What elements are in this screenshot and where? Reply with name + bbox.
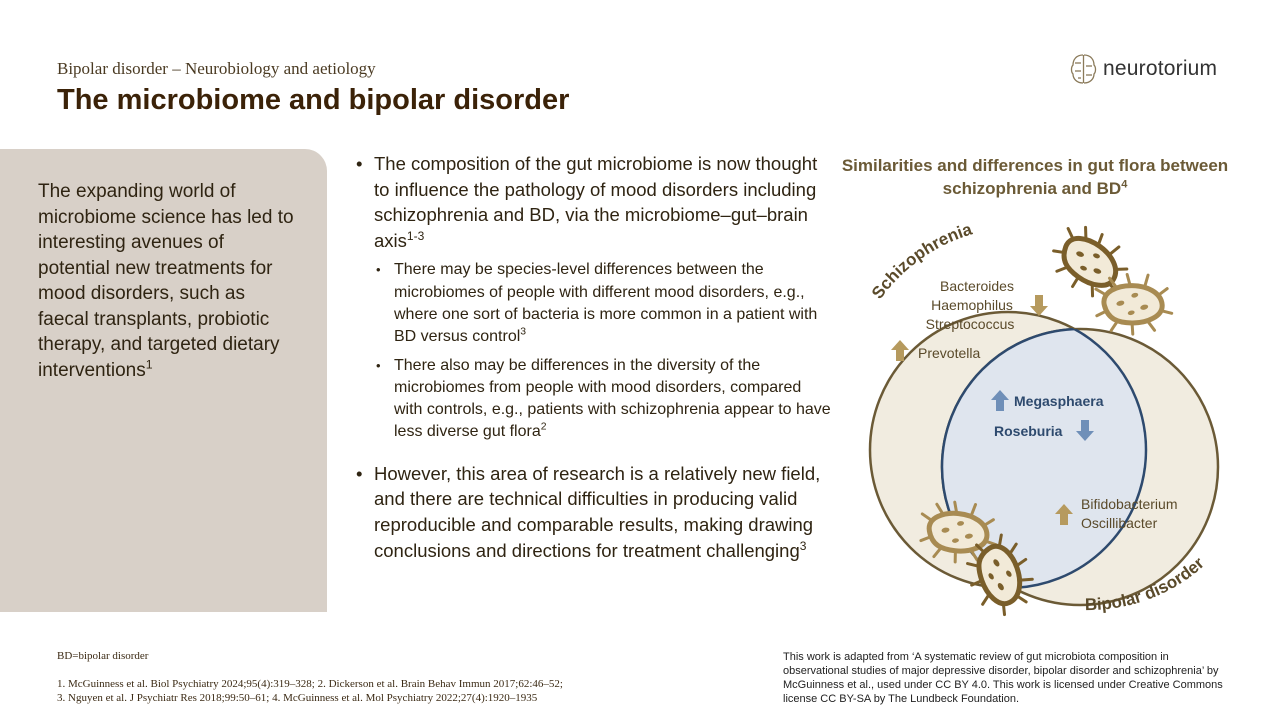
overlap-region xyxy=(942,329,1146,588)
bullet-2-text: However, this area of research is a rela… xyxy=(374,462,821,561)
venn-diagram: Schizophrenia Bipolar disorder Bacteroid… xyxy=(868,200,1220,620)
bullet-1-text: The composition of the gut microbiome is… xyxy=(374,153,818,251)
bullet-1-ref: 1-3 xyxy=(406,228,425,243)
page-title: The microbiome and bipolar disorder xyxy=(57,84,570,116)
sub-bullet-1-ref: 3 xyxy=(520,326,527,338)
diagram-title-ref: 4 xyxy=(1121,178,1128,191)
scz-up-1: Prevotella xyxy=(918,345,980,361)
diagram-title: Similarities and differences in gut flor… xyxy=(840,154,1230,200)
main-content: The composition of the gut microbiome is… xyxy=(356,151,831,563)
side-panel-text: The expanding world of microbiome scienc… xyxy=(38,179,298,383)
sub-bullet-2: There also may be differences in the div… xyxy=(356,355,831,444)
scz-down-arrow-icon xyxy=(1030,295,1048,316)
shared-down-1: Roseburia xyxy=(994,423,1063,439)
side-ref: 1 xyxy=(145,357,153,372)
breadcrumb: Bipolar disorder – Neurobiology and aeti… xyxy=(57,59,376,78)
bd-up-2: Oscillibacter xyxy=(1081,515,1158,531)
scz-down-2: Haemophilus xyxy=(931,297,1013,313)
references-line-1: 1. McGuinness et al. Biol Psychiatry 202… xyxy=(57,678,563,690)
diagram-title-text: Similarities and differences in gut flor… xyxy=(841,156,1229,198)
bullet-2: However, this area of research is a rela… xyxy=(356,461,831,563)
sub-bullet-1: There may be species-level differences b… xyxy=(356,259,831,348)
brain-logo-icon xyxy=(1070,54,1097,84)
side-panel xyxy=(0,149,327,612)
side-text: The expanding world of microbiome scienc… xyxy=(38,181,294,381)
bullet-1: The composition of the gut microbiome is… xyxy=(356,151,831,253)
abbreviation: BD=bipolar disorder xyxy=(57,650,149,662)
references-line-2: 3. Nguyen et al. J Psychiatr Res 2018;99… xyxy=(57,692,538,704)
bullet-2-ref: 3 xyxy=(799,538,807,553)
bd-up-1: Bifidobacterium xyxy=(1081,496,1178,512)
sub-bullet-2-ref: 2 xyxy=(540,422,547,434)
logo-text: neurotorium xyxy=(1103,57,1218,80)
sub-bullet-1-text: There may be species-level differences b… xyxy=(394,261,818,346)
license-credit: This work is adapted from ‘A systematic … xyxy=(783,651,1223,705)
scz-down-1: Bacteroides xyxy=(940,278,1014,294)
scz-down-3: Streptococcus xyxy=(926,316,1015,332)
shared-up-1: Megasphaera xyxy=(1014,393,1104,409)
sub-bullet-2-text: There also may be differences in the div… xyxy=(394,356,831,441)
logo: neurotorium xyxy=(1070,53,1217,85)
